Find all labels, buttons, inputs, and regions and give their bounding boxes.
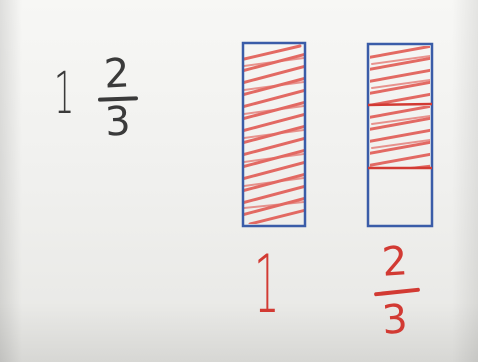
whole-bar [241, 41, 307, 228]
fraction-bar-label-line [373, 287, 421, 297]
fraction-bar-label-denominator: 3 [380, 296, 410, 344]
fraction-bar-shading-part-1 [370, 46, 430, 104]
mixed-number-one-and-two-thirds: 1 2 3 [48, 50, 148, 150]
fraction-bar-divider-1 [367, 102, 433, 107]
fraction-bar-label-numerator: 2 [380, 238, 410, 286]
fraction-bar [366, 42, 434, 228]
mixed-number-whole: 1 [54, 59, 75, 127]
fraction-bar-label: 2 3 [372, 238, 432, 352]
whole-bar-label-text: 1 [254, 238, 280, 331]
fraction-bar-shading-part-2 [370, 106, 430, 168]
whole-bar-label: 1 [254, 245, 294, 335]
whole-bar-shading [244, 44, 304, 224]
